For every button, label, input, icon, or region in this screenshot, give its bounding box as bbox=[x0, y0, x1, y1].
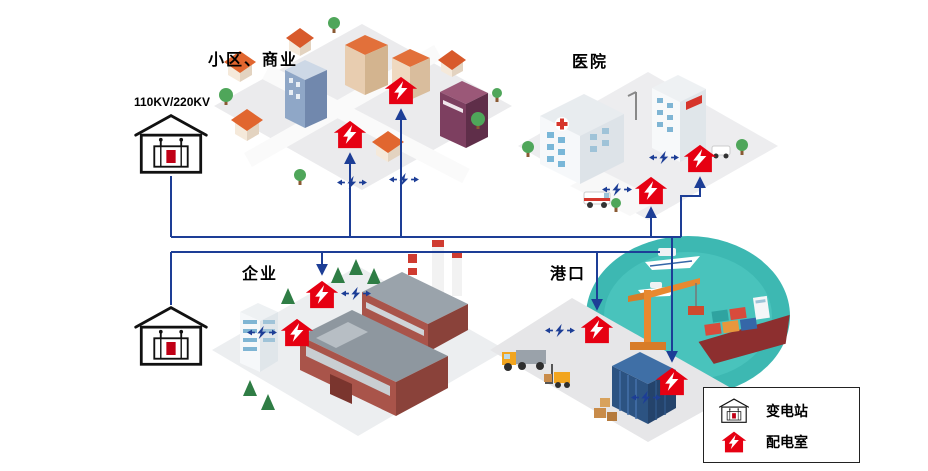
substation-icon bbox=[716, 397, 752, 424]
area-label-port: 港口 bbox=[550, 266, 587, 283]
lightning-transfer-icon bbox=[389, 172, 419, 187]
scene-enterprise bbox=[212, 240, 506, 436]
hospital-building-main bbox=[540, 94, 624, 184]
legend-substation-label: 变电站 bbox=[766, 402, 808, 419]
legend: 变电站 配电室 bbox=[703, 387, 860, 463]
distribution-room-icon bbox=[716, 431, 752, 453]
hospital-trees bbox=[522, 91, 748, 212]
office-building bbox=[240, 303, 278, 372]
cargo-pallets bbox=[594, 398, 617, 421]
city-building-midrise-1 bbox=[345, 35, 388, 95]
voltage-label: 110KV/220KV bbox=[134, 95, 211, 109]
factory-shed-upper bbox=[362, 240, 468, 352]
city-houses bbox=[224, 28, 466, 162]
legend-row-distribution: 配电室 bbox=[716, 431, 847, 453]
area-label-residential-commercial: 小区、商业 bbox=[208, 52, 299, 69]
substation-icon-1 bbox=[134, 114, 208, 174]
wire-to-hospital-a bbox=[680, 176, 706, 237]
forklift bbox=[544, 364, 570, 388]
ambulance bbox=[583, 191, 611, 208]
city-trees bbox=[219, 17, 502, 185]
legend-distribution-label: 配电室 bbox=[766, 434, 808, 450]
factory-pines bbox=[243, 259, 381, 410]
area-label-enterprise: 企业 bbox=[242, 266, 279, 283]
area-label-hospital: 医院 bbox=[572, 54, 609, 71]
city-building-teal bbox=[285, 60, 327, 128]
scene-port bbox=[490, 236, 790, 442]
scene-hospital bbox=[518, 72, 778, 220]
factory-shed-lower bbox=[300, 310, 448, 416]
hospital-building-tower bbox=[652, 75, 706, 162]
power-lines bbox=[170, 108, 706, 363]
dump-truck bbox=[502, 350, 546, 371]
scene-residential-commercial bbox=[214, 17, 512, 190]
substation-icon-2 bbox=[134, 306, 208, 366]
legend-row-substation: 变电站 bbox=[716, 397, 847, 424]
hospital-van bbox=[711, 145, 731, 159]
cargo-ship bbox=[698, 295, 790, 364]
